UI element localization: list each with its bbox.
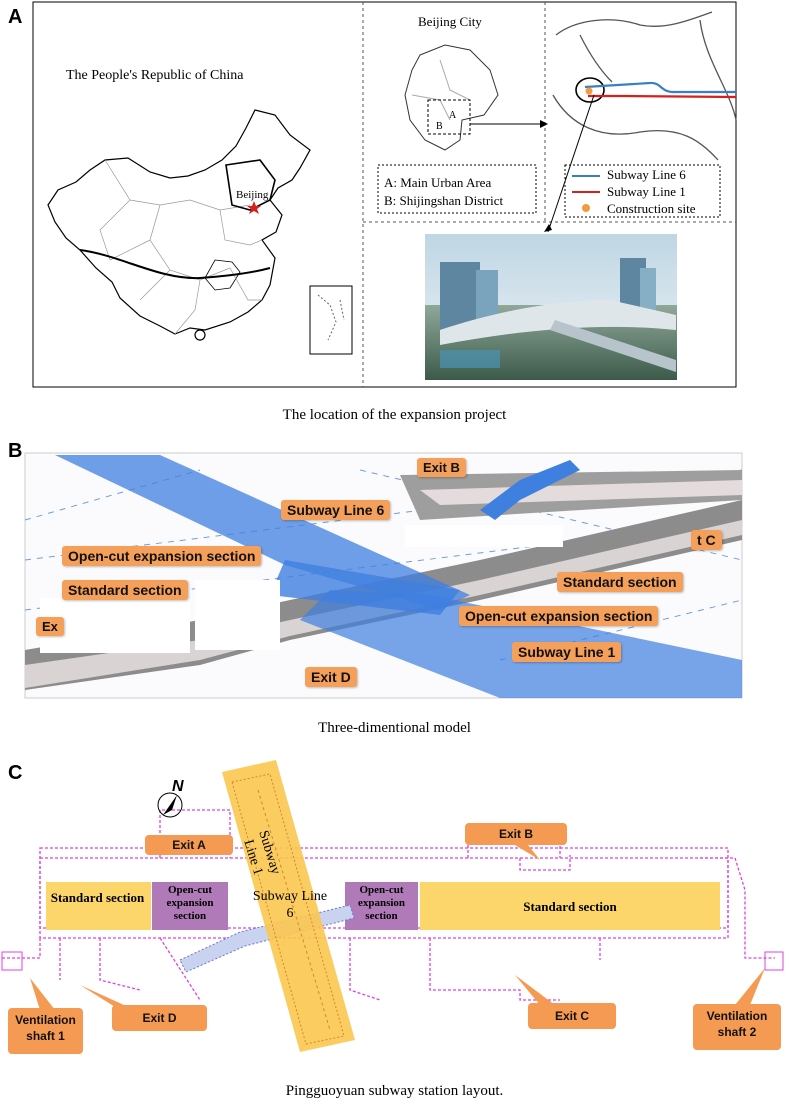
callout-subway-line6: Subway Line 6 (281, 500, 391, 520)
legend-line6: Subway Line 6 (607, 167, 686, 182)
legend-construction-site: Construction site (607, 201, 696, 216)
legend-area-b: B: Shijingshan District (384, 193, 504, 208)
callout-standard-right: Standard section (557, 572, 683, 592)
panel-a-caption: The location of the expansion project (282, 407, 507, 423)
area-b-label: B (436, 121, 443, 132)
callout-subway-line1: Subway Line 1 (512, 642, 622, 662)
subway-line6-label: Subway Line 6 (252, 889, 328, 921)
open-cut-section-left: Open-cut expansion section (166, 884, 214, 922)
label-exit-b: Exit B (465, 823, 567, 845)
callout-exit-c-partial: t C (691, 530, 722, 550)
label-exit-a: Exit A (145, 835, 233, 855)
label-exit-c: Exit C (528, 1003, 616, 1029)
callout-open-cut-left: Open-cut expansion section (62, 546, 262, 566)
callout-open-cut-right: Open-cut expansion section (459, 606, 659, 626)
area-a-label: A (449, 110, 457, 121)
beijing-star-icon (247, 201, 261, 214)
beijing-marker-label: Beijing (236, 189, 269, 201)
china-map-title: The People's Republic of China (66, 68, 244, 83)
station-rendering-image (425, 234, 677, 380)
panel-b-caption: Three-dimentional model (318, 720, 471, 736)
label-ventilation-shaft-1: Ventilation shaft 1 (8, 1008, 83, 1054)
north-label: N (172, 778, 184, 795)
standard-section-left: Standard section (50, 890, 145, 905)
standard-section-right: Standard section (523, 899, 617, 914)
label-ventilation-shaft-2: Ventilation shaft 2 (693, 1004, 781, 1050)
label-exit-d: Exit D (112, 1005, 207, 1031)
open-cut-section-right: Open-cut expansion section (357, 884, 406, 922)
panel-b-label: B (8, 440, 23, 462)
callout-exit-d: Exit D (305, 667, 357, 687)
beijing-city-title: Beijing City (418, 14, 482, 29)
legend-area-a: A: Main Urban Area (384, 175, 492, 190)
panel-a-label: A (8, 6, 23, 28)
subway-map (552, 11, 737, 161)
panel-c-caption: Pingguoyuan subway station layout. (285, 1083, 504, 1099)
callout-standard-left: Standard section (62, 580, 188, 600)
legend-line1: Subway Line 1 (607, 184, 686, 199)
callout-exit-b: Exit B (417, 458, 466, 477)
panel-c-label: C (8, 762, 23, 784)
callout-exit-partial: Ex (36, 617, 64, 636)
